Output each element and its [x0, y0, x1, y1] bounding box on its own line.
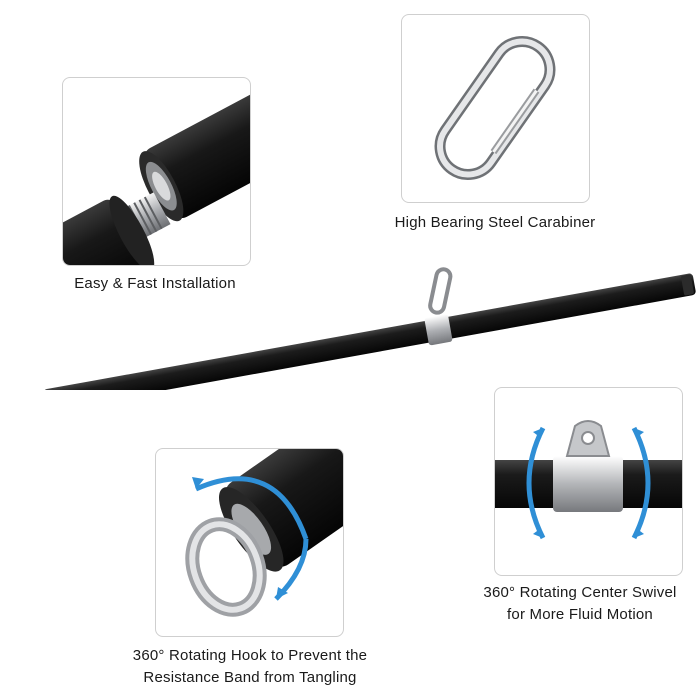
swivel-caption-line1: 360° Rotating Center Swivel — [483, 584, 677, 601]
right-rotation-arrow-icon — [631, 426, 651, 540]
swivel-image-panel — [494, 387, 683, 576]
carabiner-image-panel — [401, 14, 590, 203]
hook-caption: 360° Rotating Hook to Prevent the Resist… — [90, 645, 410, 689]
center-swivel-image — [495, 420, 682, 540]
installation-caption: Easy & Fast Installation — [74, 275, 236, 292]
hook-caption-line1: 360° Rotating Hook to Prevent the — [132, 647, 368, 664]
swivel-caption: 360° Rotating Center Swivel for More Flu… — [460, 582, 700, 626]
rotation-arrow-top-icon — [194, 476, 309, 540]
left-rotation-arrow-icon — [526, 426, 546, 540]
swivel-caption-line2: for More Fluid Motion — [507, 606, 653, 623]
installation-image-panel — [62, 77, 251, 266]
hook-caption-line2: Resistance Band from Tangling — [143, 669, 357, 686]
hook-image-panel — [155, 448, 344, 637]
carabiner-caption: High Bearing Steel Carabiner — [394, 214, 596, 231]
straight-bar-image — [43, 267, 696, 390]
rotating-hook-image — [185, 449, 343, 617]
carabiner-icon — [434, 35, 556, 181]
threaded-connection-image — [63, 90, 250, 265]
